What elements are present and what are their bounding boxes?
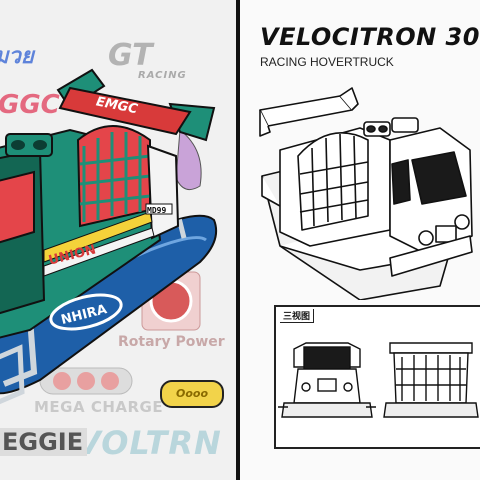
sticker-gt: GT — [108, 38, 153, 73]
nhira-badge-icon — [49, 293, 123, 331]
vehicle-title: VELOCITRON 300 — [260, 23, 480, 51]
hovertruck-line-drawing — [259, 87, 473, 300]
rear-wing-icon — [56, 68, 216, 142]
vehicle-subtitle: RACING HOVERTRUCK — [260, 55, 394, 69]
sticker-gt-racing: RACING — [138, 70, 187, 81]
mega-charge-logo-icon — [39, 367, 133, 395]
sticker-oval-badge: Oooo — [160, 380, 224, 408]
plate-decal: MD99 — [147, 206, 166, 215]
exhaust-stack-icon — [5, 133, 53, 157]
sticker-muay: มวย — [0, 44, 34, 69]
sticker-mega-charge: MEGA CHARGE — [34, 398, 164, 416]
sticker-voltrn: VOLTRN — [76, 424, 222, 462]
front-view-icon — [278, 342, 376, 418]
fin-badge-icon — [175, 129, 202, 191]
color-render-panel: มวย GT RACING GGC Rotary Power MEGA CHAR… — [0, 0, 240, 480]
line-art-panel: VELOCITRON 300 RACING HOVERTRUCK — [240, 0, 480, 480]
sticker-ggc: GGC — [0, 90, 60, 120]
three-view-drawings — [278, 342, 479, 418]
three-view-inset: 三视图 — [274, 305, 480, 449]
hovertruck-color-illustration: EMGC UNION MD99 NHIRA — [0, 68, 218, 405]
rear-view-icon — [383, 342, 479, 418]
sticker-rotary-power: Rotary Power — [118, 334, 225, 350]
three-view-label: 三视图 — [280, 309, 315, 323]
roll-cage-icon — [76, 125, 151, 228]
sticker-eggie: EGGIE — [0, 428, 88, 456]
